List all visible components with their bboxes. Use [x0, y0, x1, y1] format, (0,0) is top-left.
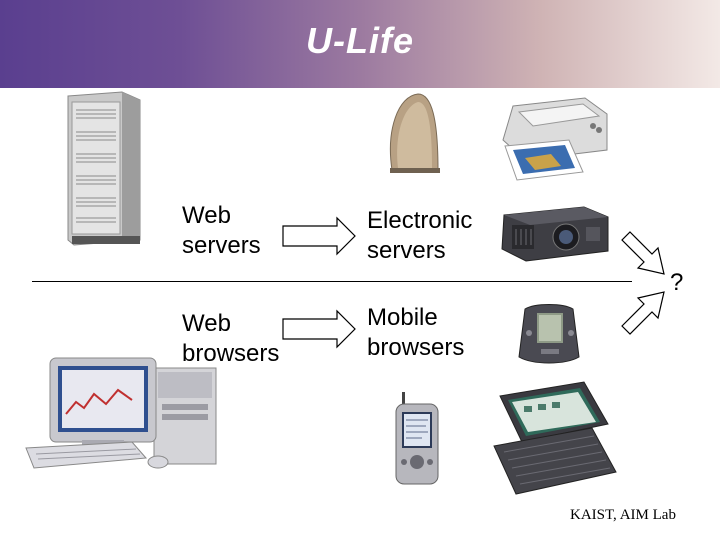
label-mobile-browsers: Mobile browsers: [367, 303, 464, 363]
label-line: browsers: [367, 334, 465, 361]
label-electronic-servers: Electronic servers: [367, 206, 472, 266]
slide-title: U-Life: [306, 20, 414, 61]
label-web-servers: Web servers: [182, 201, 261, 261]
arrow-up-right-icon: [621, 291, 665, 335]
title-banner: [0, 0, 720, 88]
printer-icon: [502, 97, 608, 181]
label-line: Web: [182, 310, 231, 337]
question-mark: ?: [670, 269, 684, 296]
label-line: browsers: [182, 340, 280, 367]
server-tower-icon: [67, 91, 141, 246]
label-web-browsers: Web browsers: [182, 309, 279, 369]
label-line: servers: [367, 237, 446, 264]
handheld-pc-icon: [493, 381, 617, 495]
divider-line: [32, 281, 632, 282]
footer-credit: KAIST, AIM Lab: [570, 507, 676, 523]
label-line: Mobile: [367, 304, 438, 331]
arrow-right-icon: [282, 216, 356, 256]
arrow-down-right-icon: [621, 231, 665, 275]
arrow-right-icon: [282, 309, 356, 349]
label-line: Electronic: [367, 207, 473, 234]
iron-device-icon: [389, 93, 440, 173]
desktop-pc-icon: [25, 357, 217, 469]
label-line: Web: [182, 202, 231, 229]
label-line: servers: [182, 232, 261, 259]
projector-icon: [501, 206, 609, 262]
palm-device-icon: [518, 304, 580, 364]
pda-icon: [395, 392, 439, 485]
